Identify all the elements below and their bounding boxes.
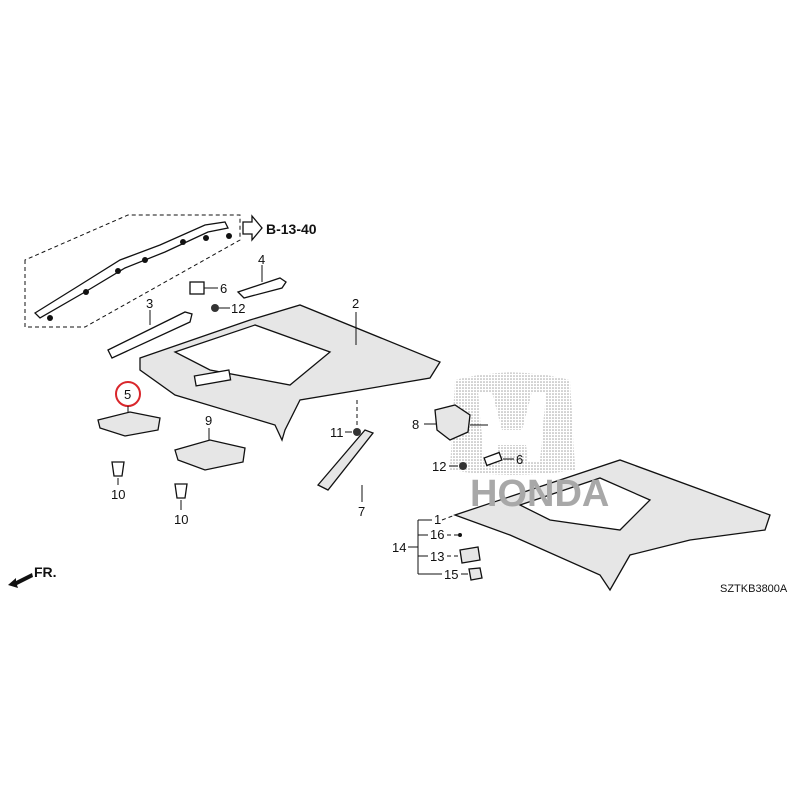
part-15-cover — [468, 567, 483, 581]
part-10-visor-hook-left — [111, 461, 125, 477]
part-10-visor-hook-right — [174, 483, 188, 499]
reference-link-b-13-40[interactable]: B-13-40 — [266, 221, 317, 237]
callout-4[interactable]: 4 — [258, 252, 265, 267]
callout-10-left[interactable]: 10 — [111, 487, 125, 502]
part-9-sun-visor — [174, 439, 246, 471]
part-6-bracket-lower — [483, 451, 503, 467]
callout-14[interactable]: 14 — [392, 540, 406, 555]
airbag-clips — [47, 233, 232, 321]
curtain-airbag — [33, 221, 229, 319]
callout-9[interactable]: 9 — [205, 413, 212, 428]
front-label: FR. — [34, 564, 57, 580]
callout-7[interactable]: 7 — [358, 504, 365, 519]
honda-logo-watermark — [450, 372, 575, 475]
part-11-clip — [353, 428, 361, 436]
callout-12-upper[interactable]: 12 — [231, 301, 245, 316]
part-5-sun-visor — [97, 411, 161, 437]
headliner-map-light-cutout — [193, 369, 232, 387]
part-8-roof-console — [434, 404, 471, 441]
headliner-sunroof-opening-lower — [518, 477, 652, 531]
diagram-code: SZTKB3800A — [720, 583, 788, 595]
part-4-handle — [236, 277, 287, 299]
callout-13[interactable]: 13 — [430, 549, 444, 564]
callout-15[interactable]: 15 — [444, 567, 458, 582]
callout-6-lower[interactable]: 6 — [516, 452, 523, 467]
callout-12-lower[interactable]: 12 — [432, 459, 446, 474]
callout-11[interactable]: 11 — [330, 425, 344, 440]
callout-1[interactable]: 1 — [434, 512, 441, 527]
callout-3[interactable]: 3 — [146, 296, 153, 311]
callout-10-right[interactable]: 10 — [174, 512, 188, 527]
part-3-garnish — [107, 311, 193, 359]
part-7-pillar-garnish — [316, 429, 375, 491]
front-arrow-icon — [8, 573, 33, 588]
curtain-airbag-reference-group: B-13-40 — [24, 214, 317, 328]
part-16-screw — [458, 533, 462, 537]
part-6-bracket — [189, 281, 205, 295]
reference-arrow-icon — [242, 214, 263, 242]
part-12-nut — [211, 304, 219, 312]
part-12-nut-lower — [459, 462, 467, 470]
front-direction-indicator: FR. — [8, 564, 57, 588]
callout-2[interactable]: 2 — [352, 296, 359, 311]
callout-6-upper[interactable]: 6 — [220, 281, 227, 296]
callout-5[interactable]: 5 — [124, 387, 131, 402]
headliner-sunroof-opening — [173, 324, 332, 386]
reference-dashed-outline — [24, 214, 241, 328]
honda-wordmark-watermark: HONDA — [470, 473, 609, 515]
callout-16[interactable]: 16 — [430, 527, 444, 542]
callout-8[interactable]: 8 — [412, 417, 419, 432]
part-13-map-light — [459, 546, 481, 564]
